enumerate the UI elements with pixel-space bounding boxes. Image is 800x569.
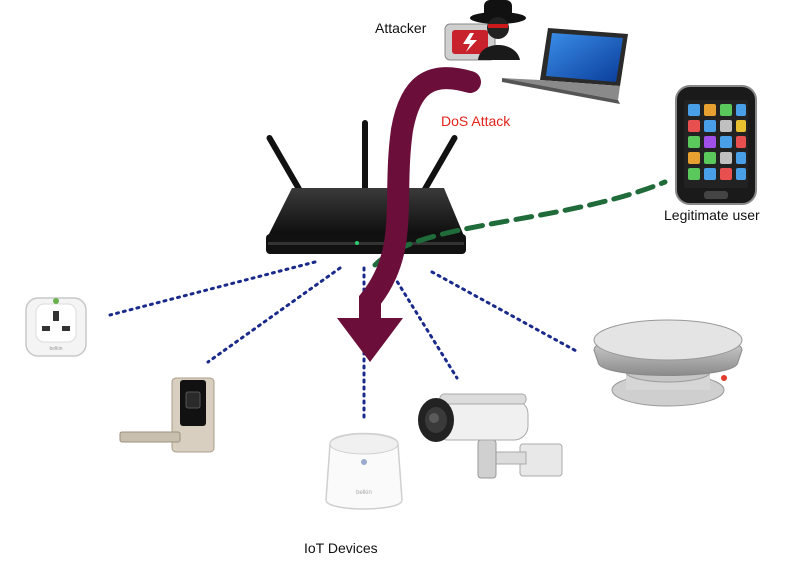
motion-sensor-icon: belkin xyxy=(325,432,403,510)
dos-attack-label: DoS Attack xyxy=(441,113,511,129)
laptop-icon xyxy=(502,28,628,104)
smart-plug-brand: belkin xyxy=(49,346,62,352)
link-smart-plug xyxy=(108,260,317,317)
smartphone-icon xyxy=(675,85,757,205)
security-camera-icon xyxy=(418,393,563,479)
smoke-detector-icon xyxy=(593,319,743,407)
link-smoke-detector xyxy=(430,270,580,354)
link-camera xyxy=(388,268,459,380)
router-icon xyxy=(266,120,466,254)
smart-plug-icon: belkin xyxy=(25,297,87,357)
door-lock-icon xyxy=(119,377,215,453)
dos-attack-arrow xyxy=(337,67,481,362)
iot-devices-label: IoT Devices xyxy=(304,540,378,556)
legitimate-user-label: Legitimate user xyxy=(664,207,760,223)
attacker-icon xyxy=(444,0,526,61)
motion-sensor-brand: belkin xyxy=(356,490,372,496)
link-door-lock xyxy=(206,266,342,364)
attacker-label: Attacker xyxy=(375,20,427,36)
